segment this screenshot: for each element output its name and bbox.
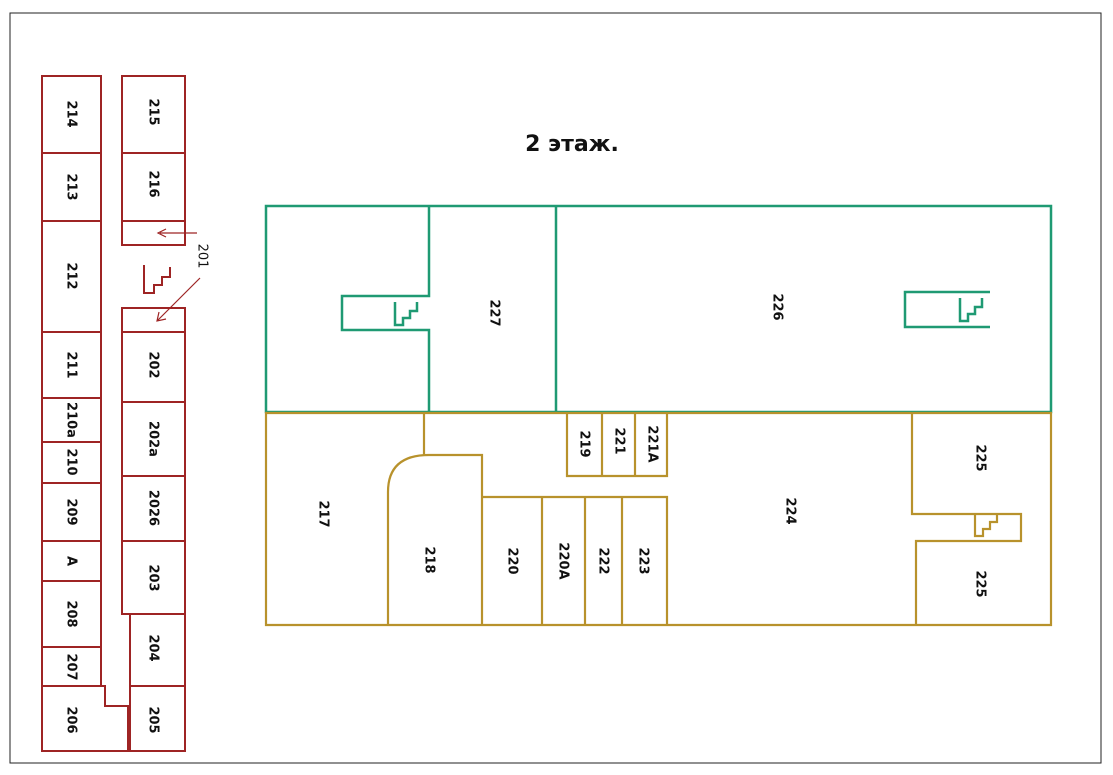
room-214: 214	[64, 100, 79, 127]
corridor-201-label: 201	[195, 244, 210, 269]
room-221A: 221A	[645, 425, 660, 462]
room-202b: 2026	[146, 490, 161, 526]
west-wing: 201 214 213 212 211 210a 210 209 A 208 2…	[41, 75, 210, 752]
west-wing-right-bottom	[129, 613, 186, 752]
room-203: 203	[146, 564, 161, 591]
room-213: 213	[64, 173, 79, 200]
room-202: 202	[146, 351, 161, 378]
room-225-partition	[910, 413, 1023, 625]
room-205: 205	[146, 706, 161, 733]
room-208: 208	[64, 600, 79, 627]
west-stairs-icon	[143, 265, 171, 294]
south-block-outline	[264, 411, 1053, 627]
floor-title: 2 этаж.	[525, 132, 619, 157]
room-209: 209	[64, 498, 79, 525]
room-224: 224	[783, 497, 798, 524]
room-218-outline	[386, 453, 484, 625]
room-210: 210	[64, 448, 79, 475]
north-block-partition-a	[340, 206, 431, 412]
room-A: A	[64, 556, 79, 566]
room-216: 216	[146, 170, 161, 197]
stairs-icon-227	[393, 302, 419, 327]
room-210a: 210a	[64, 402, 79, 438]
room-215: 215	[146, 98, 161, 125]
room-221: 221	[612, 427, 627, 454]
stairs-icon-226	[958, 298, 984, 323]
corridor-arrow-lower	[156, 277, 201, 322]
stairs-icon-225	[973, 515, 999, 538]
room-226: 226	[770, 293, 785, 320]
page-frame	[9, 12, 1102, 764]
room-202a: 202a	[146, 421, 161, 457]
room-220: 220	[505, 547, 520, 574]
room-204: 204	[146, 634, 161, 661]
room-225-bottom: 225	[973, 570, 988, 597]
room-206: 206	[64, 706, 79, 733]
west-wing-left-column	[41, 75, 129, 752]
rooms-219-221A-outline	[565, 413, 669, 478]
rooms-220-223-outline	[482, 495, 669, 625]
room-211: 211	[64, 351, 79, 378]
room-222: 222	[596, 547, 611, 574]
room-218: 218	[422, 546, 437, 573]
room-225-top: 225	[973, 444, 988, 471]
room-212: 212	[64, 262, 79, 289]
room-227: 227	[487, 299, 502, 326]
room-217: 217	[316, 500, 331, 527]
north-block-stairwell	[903, 290, 990, 329]
north-block-outline	[264, 204, 1053, 414]
north-block: 227 226	[264, 204, 1053, 414]
south-block: 217 218 219 221 221A 220 220A 222 223 22…	[264, 411, 1053, 627]
room-220A: 220A	[556, 542, 571, 579]
room-219: 219	[577, 430, 592, 457]
corridor-arrow-upper	[156, 228, 197, 238]
room-223: 223	[636, 547, 651, 574]
room-207: 207	[64, 653, 79, 680]
west-wing-left-dividers	[42, 152, 101, 687]
